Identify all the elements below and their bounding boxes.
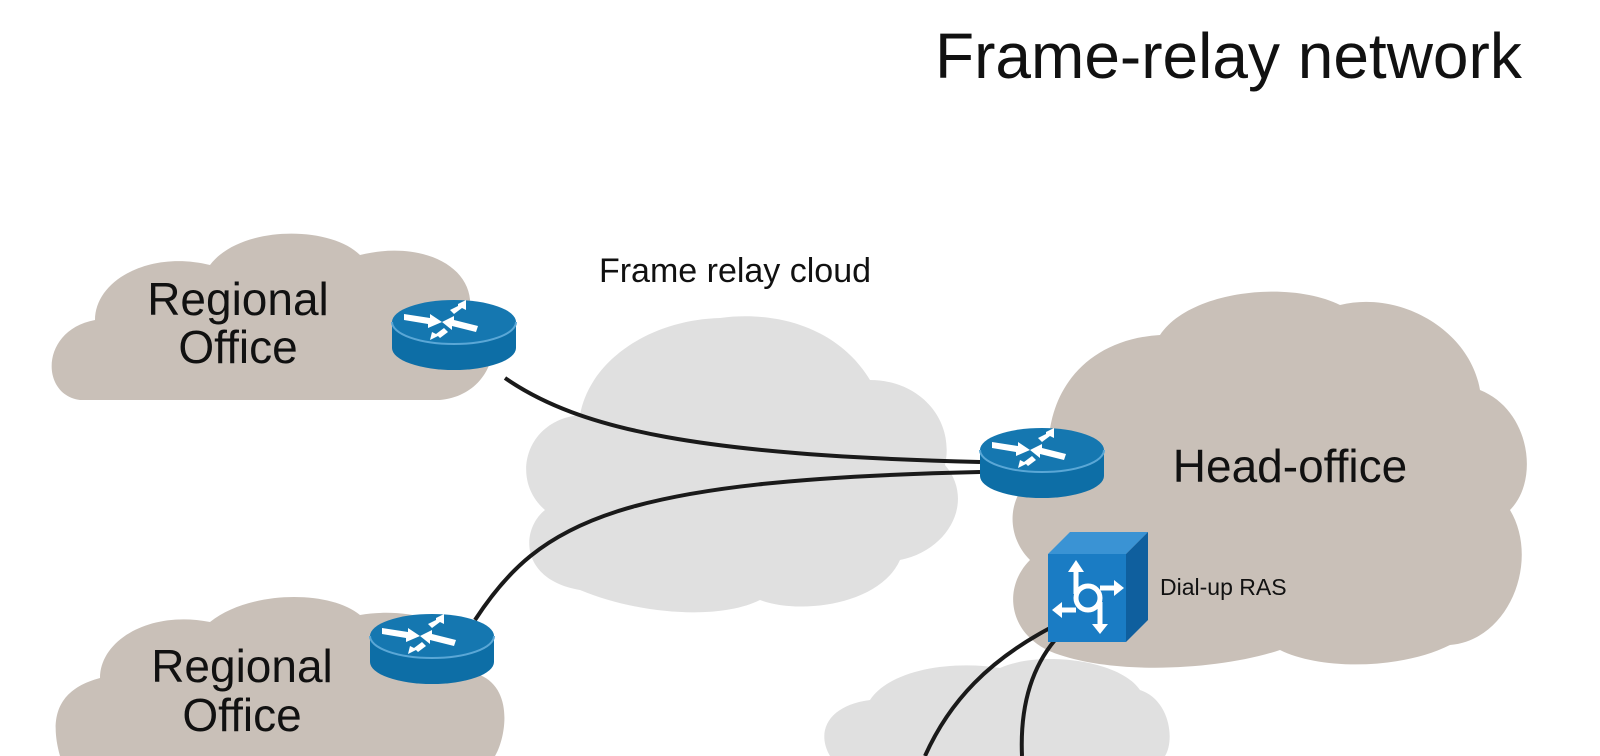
- frame-relay-cloud: Frame relay cloud: [526, 252, 958, 613]
- link-regional1-to-head: [503, 376, 981, 464]
- bottom-cloud: [824, 659, 1170, 756]
- regional-office-1-label-line2: Office: [178, 321, 297, 373]
- router-icon: [369, 613, 495, 685]
- router-regional-office-1[interactable]: [391, 299, 517, 371]
- link-regional2-to-head: [473, 470, 981, 622]
- access-server-icon: [1048, 532, 1148, 642]
- links: [473, 376, 1057, 756]
- router-regional-office-2[interactable]: [369, 613, 495, 685]
- frame-relay-cloud-label: Frame relay cloud: [599, 252, 871, 290]
- regional-office-2-label-line1: Regional: [151, 640, 333, 692]
- dialup-ras-device[interactable]: Dial-up RAS: [1048, 532, 1287, 642]
- regional-office-cloud-1: Regional Office: [51, 233, 493, 400]
- router-icon: [979, 427, 1105, 499]
- regional-office-1-label-line1: Regional: [147, 273, 329, 325]
- dialup-ras-label: Dial-up RAS: [1160, 574, 1287, 600]
- diagram-title: Frame-relay network: [935, 20, 1523, 92]
- regional-office-2-label-line2: Office: [182, 689, 301, 741]
- router-head-office[interactable]: [979, 427, 1105, 499]
- link-ras-to-bottom-2: [1019, 638, 1057, 756]
- router-icon: [391, 299, 517, 371]
- link-ras-to-bottom-1: [923, 626, 1051, 756]
- head-office-label: Head-office: [1173, 440, 1407, 492]
